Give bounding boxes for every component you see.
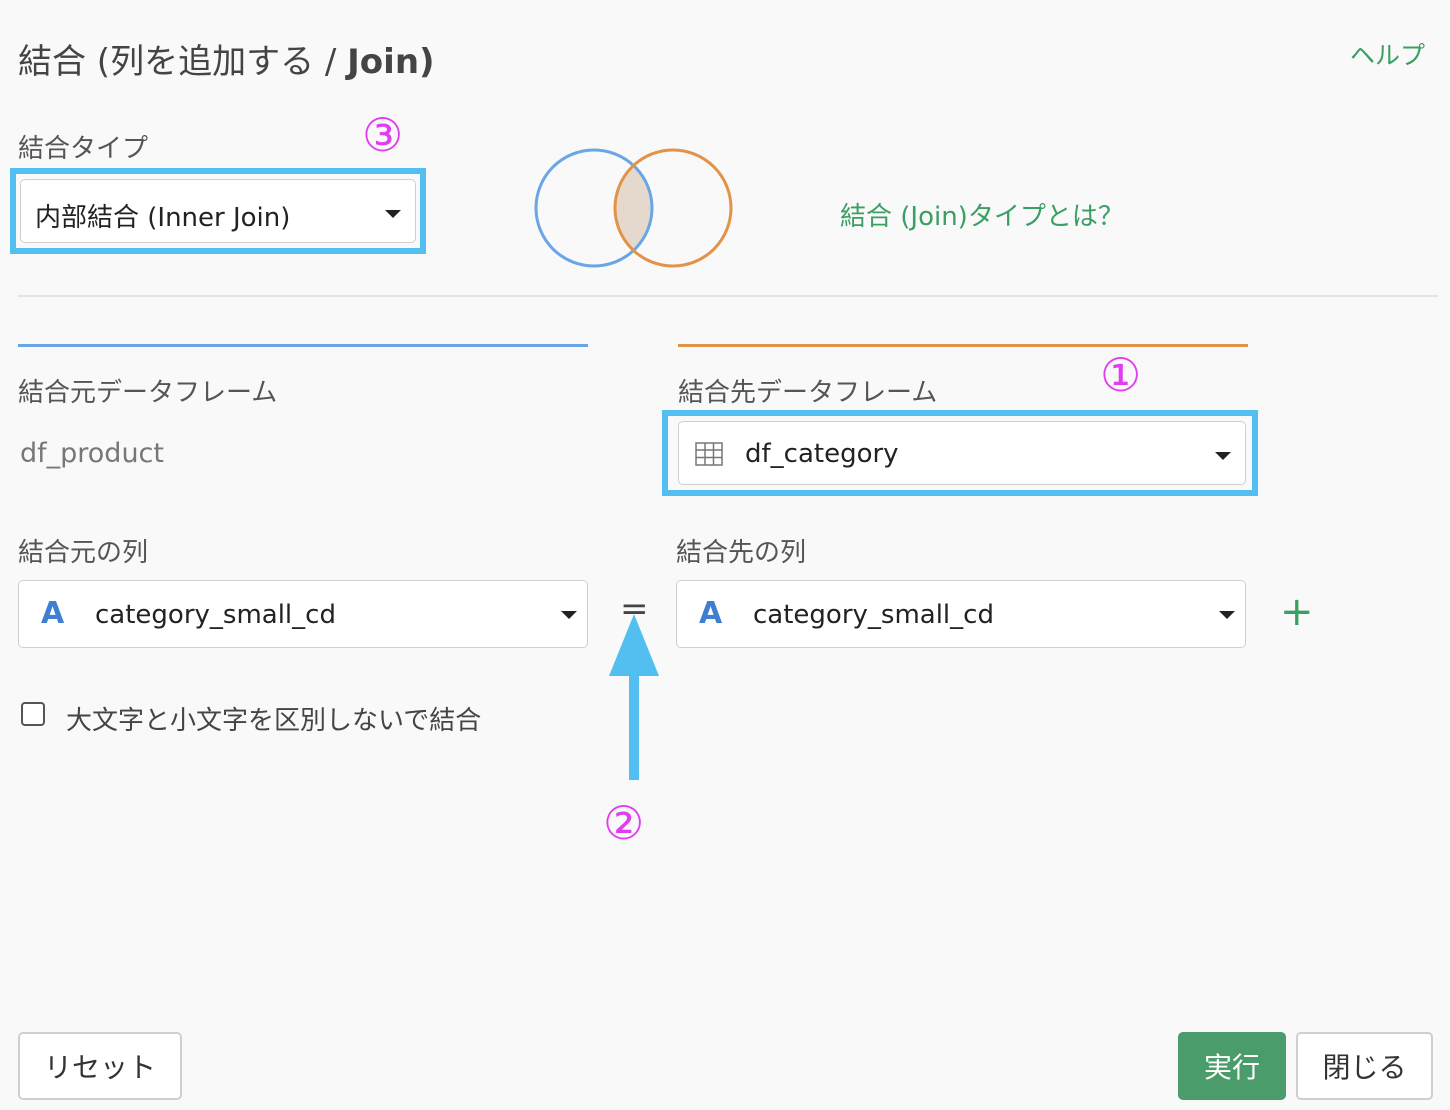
annotation-one: ① [1100,348,1142,402]
target-color-bar [678,344,1248,347]
annotation-two: ② [603,796,645,850]
join-type-info-link[interactable]: 結合 (Join)タイプとは？ [840,202,1124,232]
dialog-title-bold: Join) [347,42,435,82]
chevron-down-icon [1219,611,1235,619]
target-dataframe-label: 結合先データフレーム [678,378,938,408]
join-type-label: 結合タイプ [18,134,149,164]
join-type-select[interactable]: 内部結合 (Inner Join) [20,179,416,243]
run-button[interactable]: 実行 [1178,1032,1286,1100]
table-icon [695,442,723,466]
target-dataframe-select[interactable]: df_category [678,421,1246,485]
annotation-three: ③ [362,108,404,162]
source-dataframe-label: 結合元データフレーム [18,378,278,408]
source-dataframe-value: df_product [20,438,164,469]
annotation-highlight-join-type [10,168,426,254]
join-type-selected: 内部結合 (Inner Join) [35,203,291,233]
target-column-label: 結合先の列 [676,538,807,568]
source-color-bar [18,344,588,347]
venn-diagram-icon [534,148,733,268]
string-type-icon: A [41,596,65,631]
section-divider [18,295,1438,297]
add-column-pair-icon[interactable]: + [1280,589,1314,635]
dialog-title-prefix: 結合 (列を追加する / [18,42,348,82]
target-column-select[interactable]: A category_small_cd [676,580,1246,648]
annotation-arrow [609,614,659,780]
case-insensitive-checkbox[interactable] [21,702,45,726]
source-column-select[interactable]: A category_small_cd [18,580,588,648]
help-link[interactable]: ヘルプ [1350,41,1426,70]
case-insensitive-label: 大文字と小文字を区別しないで結合 [66,706,482,736]
reset-button[interactable]: リセット [18,1032,182,1100]
dialog-title: 結合 (列を追加する / Join) [18,34,435,83]
chevron-down-icon [385,210,401,218]
source-column-label: 結合元の列 [18,538,149,568]
close-button[interactable]: 閉じる [1296,1032,1433,1100]
annotation-highlight-target [662,410,1258,496]
target-dataframe-selected: df_category [745,439,899,469]
chevron-down-icon [561,611,577,619]
target-column-selected: category_small_cd [753,600,994,630]
string-type-icon: A [699,596,723,631]
venn-left-circle [534,148,654,268]
venn-right-circle [613,148,733,268]
source-column-selected: category_small_cd [95,600,336,630]
chevron-down-icon [1215,452,1231,460]
